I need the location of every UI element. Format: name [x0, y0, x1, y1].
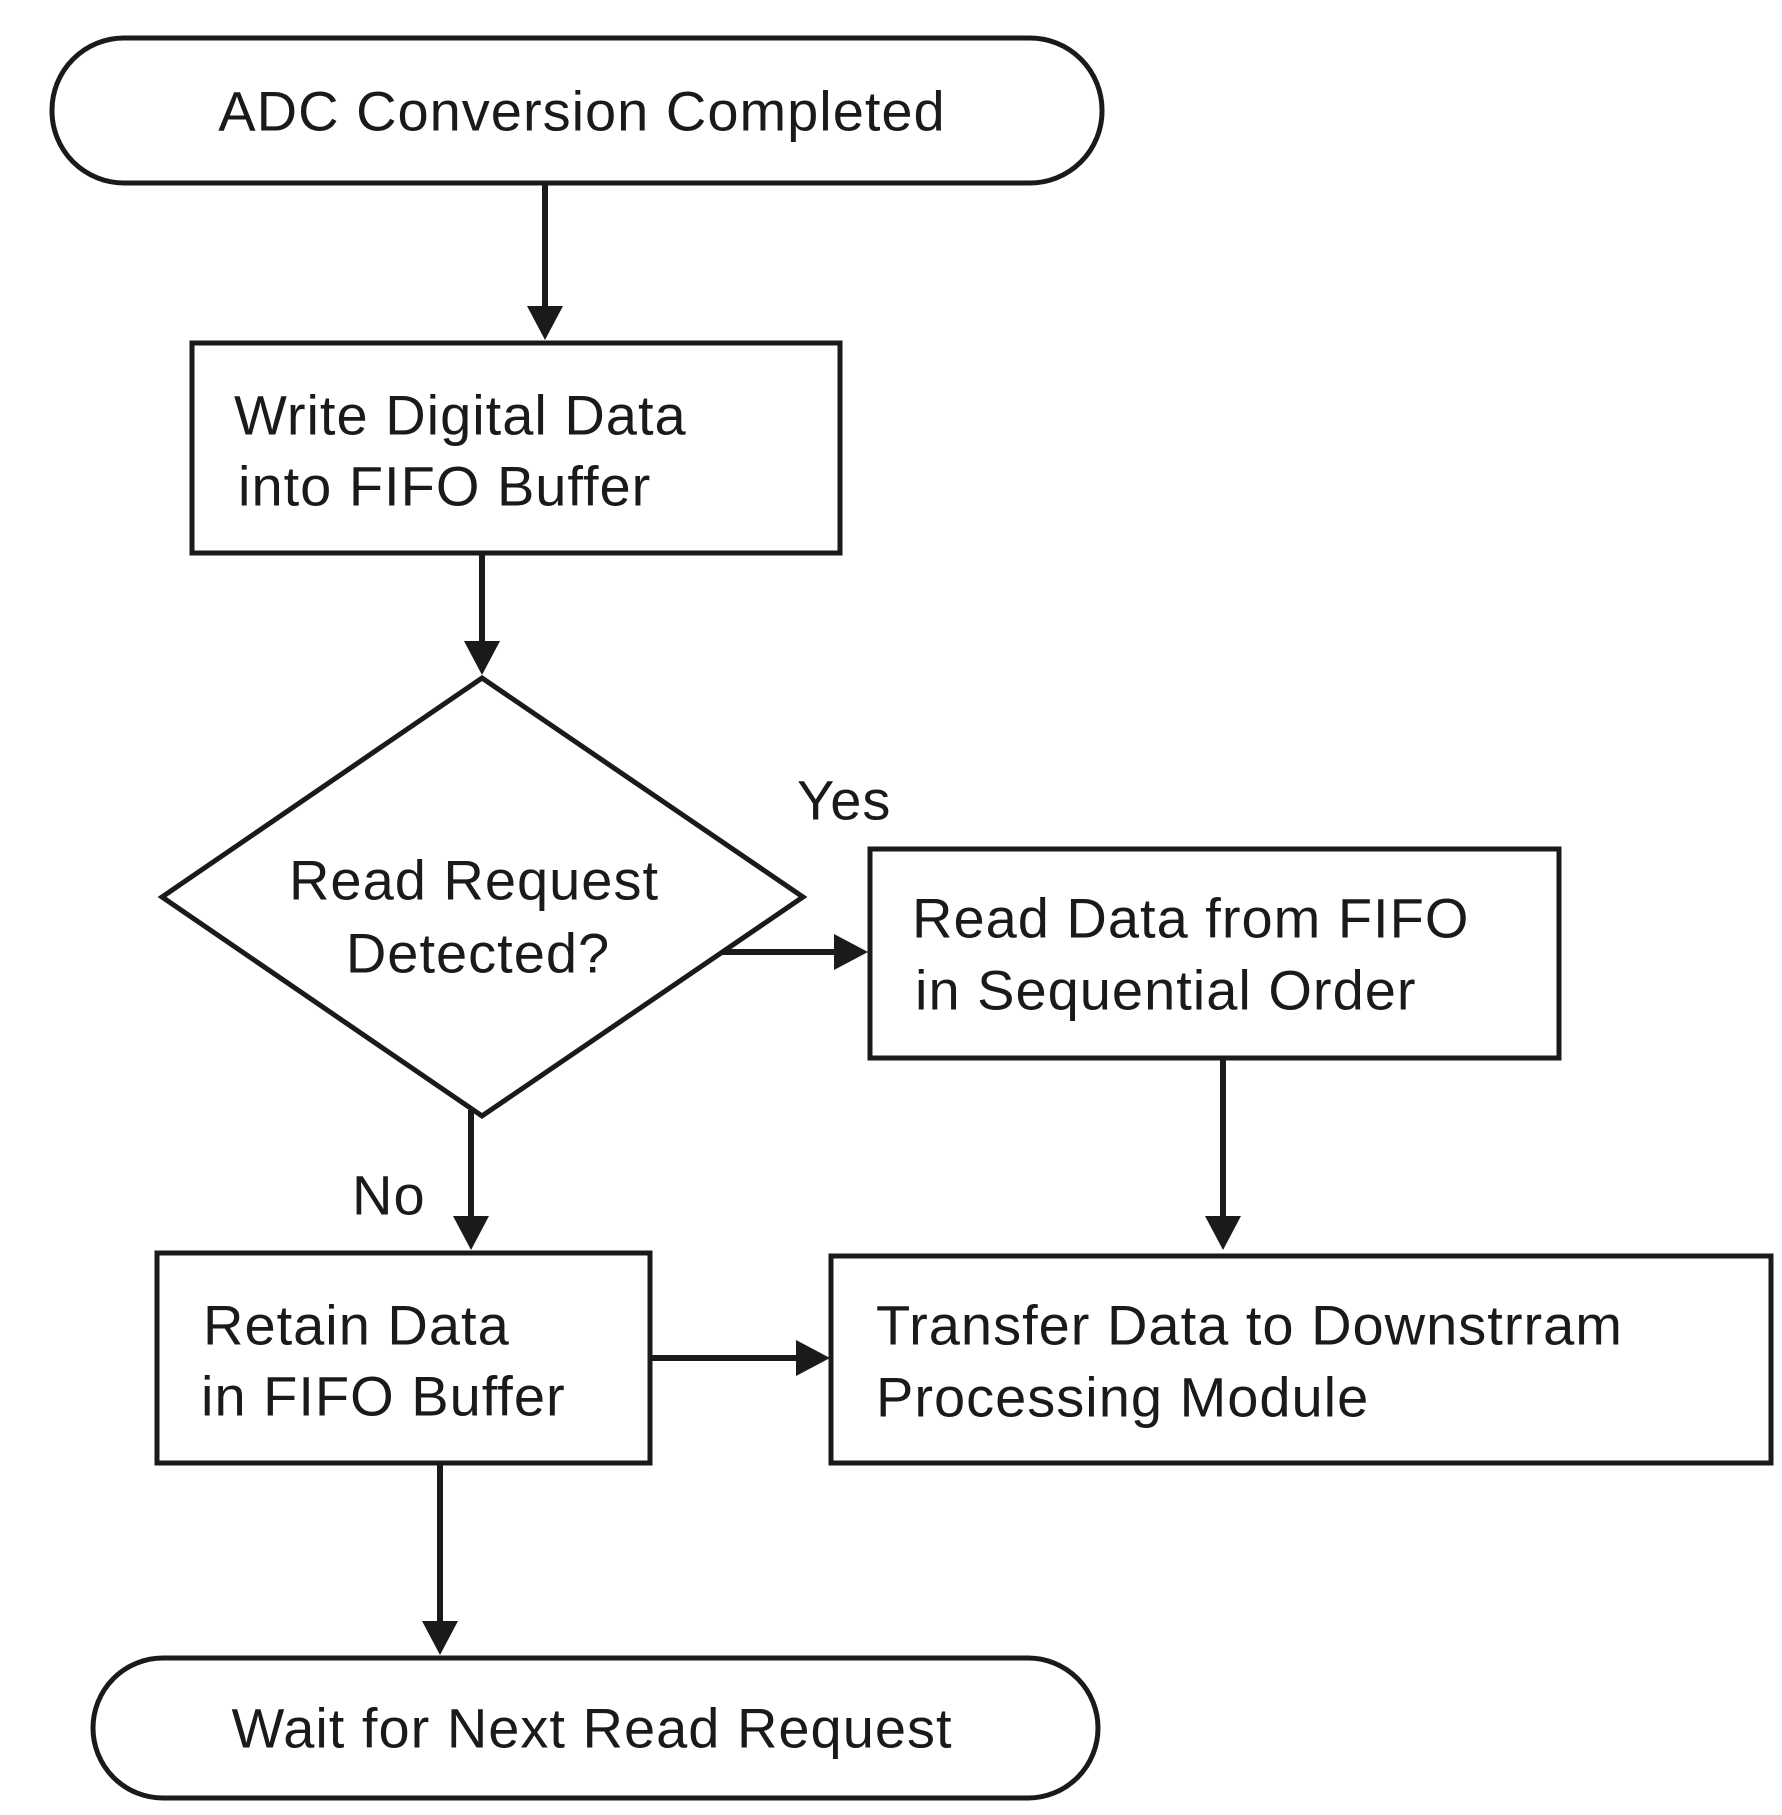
arrowhead-retain-to-end: [422, 1621, 458, 1655]
write-node: Write Digital Data into FIFO Buffer: [189, 340, 843, 556]
transfer-label-line-1: Transfer Data to Downstrram: [876, 1294, 1623, 1357]
start-label: ADC Conversion Completed: [218, 80, 945, 143]
arrowhead-start-to-write: [527, 306, 563, 340]
end-label: Wait for Next Read Request: [231, 1697, 952, 1760]
decision-label-line-2: Detected?: [346, 922, 610, 985]
end-node: Wait for Next Read Request: [90, 1655, 1101, 1801]
write-label-line-2: into FIFO Buffer: [238, 455, 651, 518]
start-node: ADC Conversion Completed: [49, 35, 1105, 186]
arrowhead-write-to-decision: [464, 641, 500, 675]
transfer-label-line-2: Processing Module: [876, 1366, 1369, 1429]
no-label: No: [352, 1164, 426, 1227]
retain-label-line-2: in FIFO Buffer: [201, 1365, 566, 1428]
arrowhead-read-to-transfer: [1205, 1216, 1241, 1250]
decision-node: Read Request Detected?: [157, 674, 808, 1120]
write-label-line-1: Write Digital Data: [234, 384, 687, 447]
decision-label-line-1: Read Request: [289, 849, 659, 912]
arrowhead-decision-to-retain: [453, 1216, 489, 1250]
read-label-line-1: Read Data from FIFO: [912, 887, 1469, 950]
connectors: [422, 183, 1241, 1655]
retain-label-line-1: Retain Data: [203, 1294, 510, 1357]
read-label-line-2: in Sequential Order: [915, 959, 1417, 1022]
read-node: Read Data from FIFO in Sequential Order: [867, 846, 1562, 1061]
arrowhead-decision-to-read: [834, 934, 868, 970]
arrowhead-retain-to-transfer: [796, 1340, 830, 1376]
transfer-node: Transfer Data to Downstrram Processing M…: [828, 1253, 1774, 1466]
retain-node: Retain Data in FIFO Buffer: [154, 1250, 653, 1466]
yes-label: Yes: [797, 769, 891, 832]
